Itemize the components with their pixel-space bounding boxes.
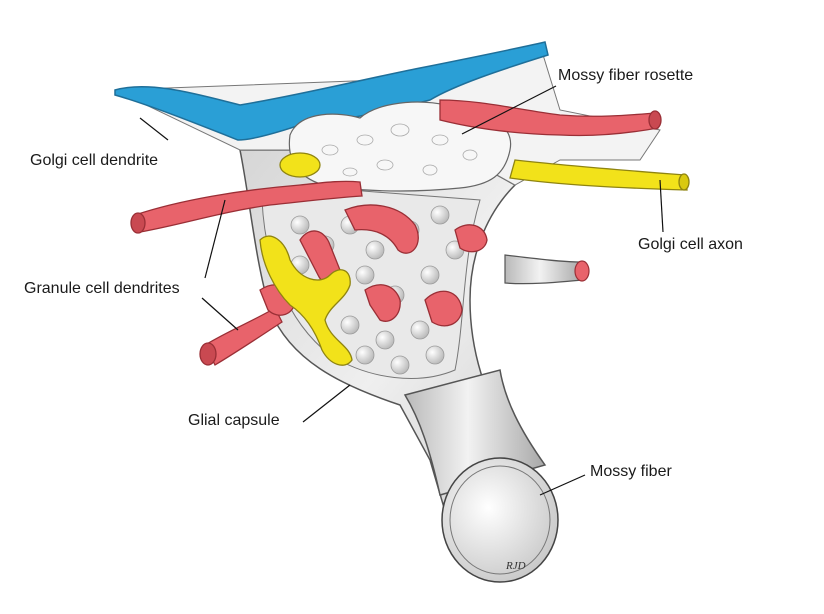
label-glial-capsule: Glial capsule	[188, 412, 280, 429]
leader-granule-dendrite-2	[201, 297, 239, 331]
granule-dendrite-left-upper	[134, 180, 363, 233]
granule-dendrite-claw-3	[364, 284, 401, 322]
granule-dendrite-claw-5	[454, 224, 488, 253]
side-fiber-cut-end	[574, 260, 590, 282]
granule-dendrite-left-lower	[204, 307, 283, 366]
artist-signature: RJD	[506, 560, 526, 572]
golgi-axon-terminal-top	[279, 152, 321, 178]
leader-golgi-cell-axon	[659, 179, 664, 233]
mossy-fiber-rim	[449, 465, 551, 575]
rosette-vesicles	[321, 123, 478, 177]
granule-dendrite-claw-2	[344, 204, 419, 254]
golgi-cell-dendrite-shape	[114, 41, 549, 141]
golgi-axon-branch	[259, 235, 353, 366]
leader-lines	[139, 85, 664, 496]
label-golgi-cell-axon: Golgi cell axon	[638, 236, 743, 253]
leader-granule-dendrite-1	[204, 199, 226, 279]
leader-mossy-fiber-rosette	[461, 85, 557, 135]
mossy-fiber-cut-end	[441, 457, 559, 583]
label-golgi-cell-dendrite: Golgi cell dendrite	[30, 152, 159, 169]
side-fiber-tube	[504, 254, 583, 285]
granule-dendrite-claw-4	[424, 290, 463, 327]
label-granule-cell-dendrites: Granule cell dendrites	[24, 280, 180, 297]
leader-golgi-cell-dendrite	[139, 117, 169, 141]
label-mossy-fiber: Mossy fiber	[590, 463, 672, 480]
leader-mossy-fiber	[539, 474, 586, 496]
leader-glial-capsule	[302, 384, 351, 423]
golgi-cell-axon-group	[259, 152, 690, 366]
label-mossy-fiber-rosette: Mossy fiber rosette	[558, 67, 694, 84]
golgi-axon-right	[509, 159, 688, 191]
